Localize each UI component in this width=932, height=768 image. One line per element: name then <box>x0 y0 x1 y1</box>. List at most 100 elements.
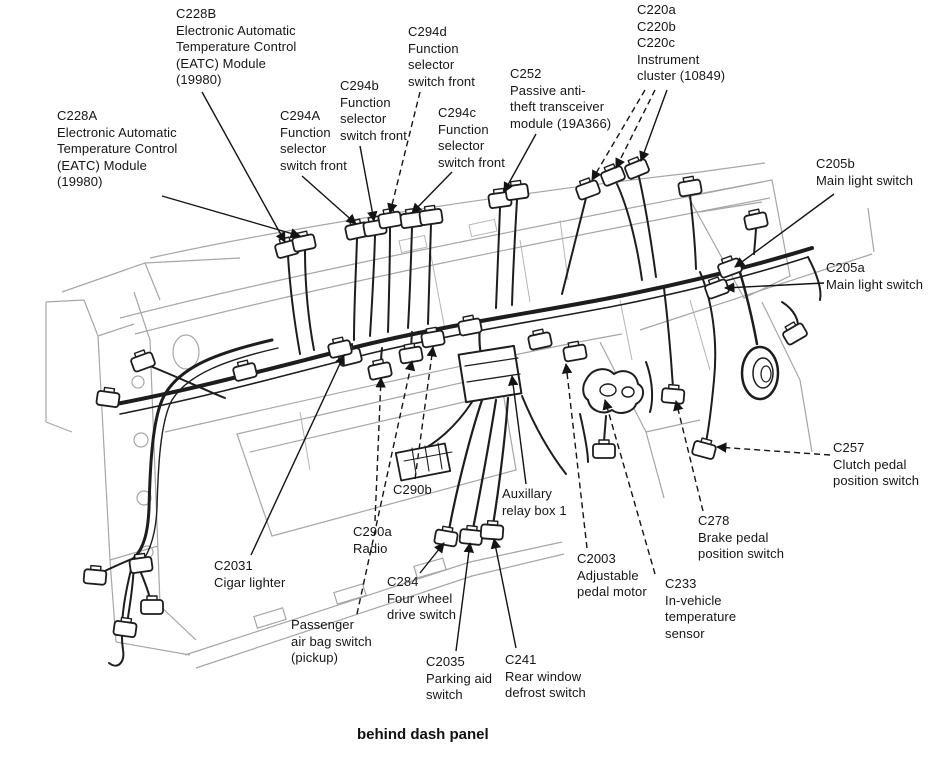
label-line: C228A <box>57 108 98 123</box>
label-line: C220b <box>637 18 676 34</box>
label-line: module (19A366) <box>510 115 612 131</box>
leader-c228a <box>161 195 302 239</box>
dash-frame-structure <box>45 162 875 669</box>
label-line: temperature <box>665 609 737 624</box>
harness-connector <box>130 349 156 373</box>
label-line: drive switch <box>387 607 457 622</box>
harness-connector <box>433 525 459 548</box>
label-line: pedal motor <box>577 584 647 599</box>
connector-layer <box>82 156 808 638</box>
harness-connector <box>600 163 626 187</box>
label-line: position switch <box>833 473 920 488</box>
label-c290b: C290b <box>393 482 432 499</box>
label-line: C2035 <box>426 654 465 669</box>
label-line: selector <box>280 141 327 156</box>
leader-c257 <box>715 442 831 456</box>
label-line: Rear window <box>505 668 582 684</box>
leader-airbag <box>356 359 416 615</box>
harness-connector <box>327 336 353 359</box>
harness-connector <box>398 342 424 365</box>
label-line: C294b <box>340 78 379 93</box>
label-line: C233 <box>665 576 697 591</box>
harness-connector <box>677 175 703 198</box>
label-line: (EATC) Module <box>57 157 147 173</box>
leader-c220-3 <box>639 89 668 162</box>
grid-connector <box>394 442 452 482</box>
label-line: switch front <box>340 127 407 143</box>
label-line: C294c <box>438 105 477 120</box>
leader-c252 <box>503 133 537 193</box>
harness-connector <box>291 230 317 253</box>
label-line: Temperature Control <box>176 39 297 54</box>
harness-connector <box>504 179 530 201</box>
label-line: switch front <box>438 154 505 170</box>
label-line: C205b <box>816 156 855 171</box>
leader-c220-2 <box>615 89 656 169</box>
label-line: C205a <box>826 260 865 275</box>
label-line: Passive anti- <box>510 82 586 98</box>
harness-left-loop <box>132 338 274 560</box>
label-line: C294d <box>408 24 447 39</box>
label-line: switch <box>426 687 463 702</box>
harness-connector <box>418 204 444 226</box>
pedal-motor <box>582 368 644 414</box>
leader-c2031 <box>250 354 345 556</box>
leader-c294a <box>301 175 357 225</box>
label-line: Instrument <box>637 51 700 67</box>
label-line: Brake pedal <box>698 529 769 545</box>
harness-connector <box>743 208 769 231</box>
label-line: switch front <box>280 157 347 173</box>
leader-c2035 <box>455 541 474 652</box>
harness-connector <box>112 616 138 638</box>
harness-connector <box>128 552 154 574</box>
harness-connector <box>660 383 686 405</box>
label-line: Parking aid <box>426 670 493 686</box>
harness-connector <box>479 519 505 541</box>
label-line: Adjustable <box>577 567 639 583</box>
label-line: C2031 <box>214 558 253 573</box>
leader-c294c <box>411 171 453 214</box>
leader-c2003 <box>561 362 588 549</box>
leader-c278 <box>673 399 704 512</box>
label-line: Cigar lighter <box>214 574 286 590</box>
label-line: Main light switch <box>826 276 924 292</box>
label-line: Electronic Automatic <box>57 124 177 140</box>
label-line: theft transceiver <box>510 99 605 114</box>
label-line: air bag switch <box>291 633 372 649</box>
leader-c294d <box>387 91 421 215</box>
label-line: C284 <box>387 574 419 589</box>
harness-connector <box>232 359 258 382</box>
label-line: C290a <box>353 524 392 539</box>
label-line: defrost switch <box>505 685 586 700</box>
harness-connector <box>458 524 484 546</box>
harness-connector <box>691 437 717 460</box>
harness-connector <box>624 156 650 180</box>
label-line: selector <box>408 57 455 72</box>
harness-connector <box>82 564 108 586</box>
harness-connector <box>704 276 730 300</box>
leader-c205b <box>734 193 835 268</box>
label-line: C2003 <box>577 551 616 566</box>
harness-connector <box>562 340 588 363</box>
label-line: C290b <box>393 482 432 497</box>
label-line: C220a <box>637 2 676 17</box>
harness-connector <box>140 595 164 615</box>
label-line: C220c <box>637 35 676 50</box>
harness-connector <box>527 328 553 351</box>
